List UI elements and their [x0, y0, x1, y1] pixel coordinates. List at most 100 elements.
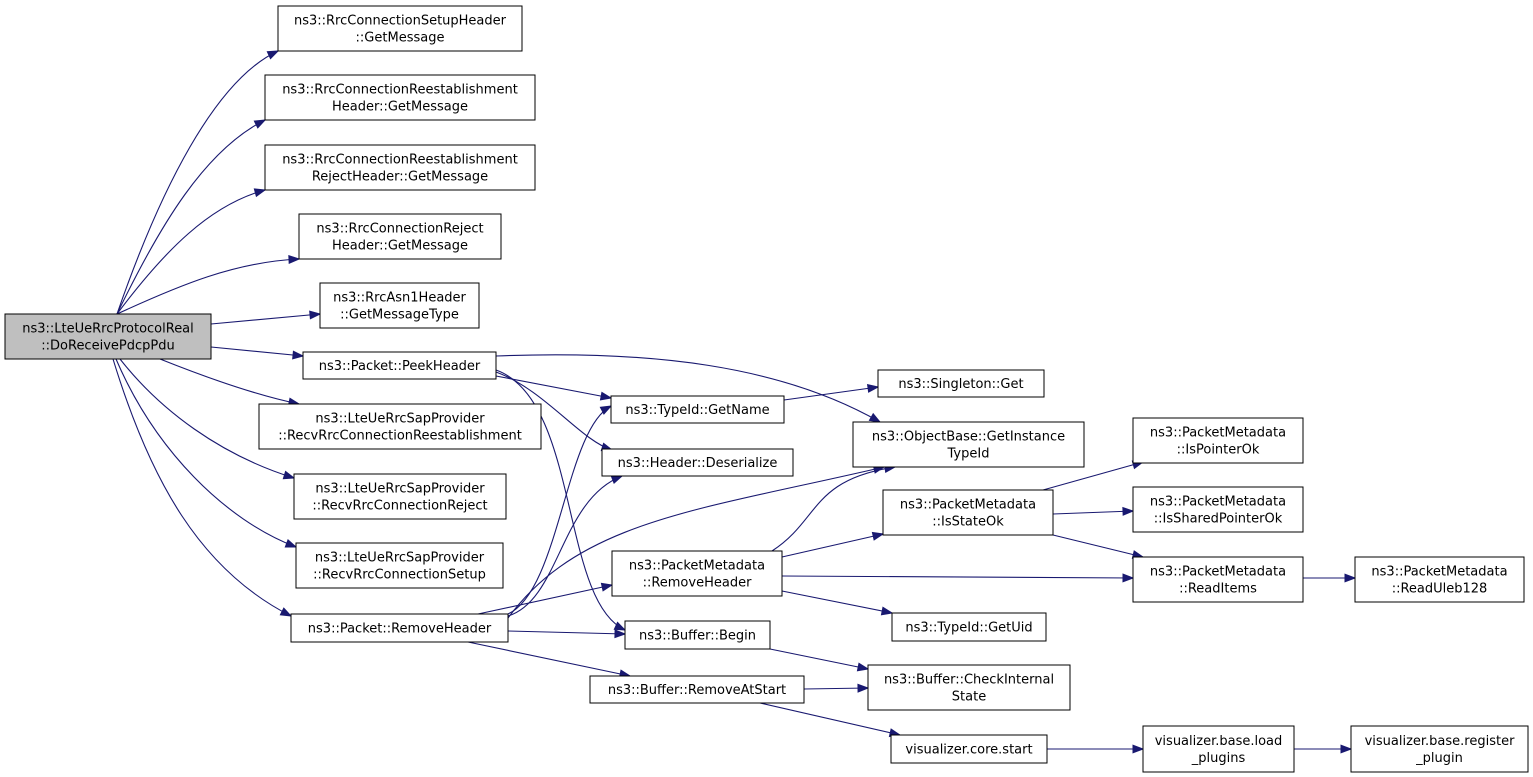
node-viz-core-start[interactable]: visualizer.core.start: [890, 734, 1048, 764]
arrowhead: [599, 405, 613, 415]
node-box[interactable]: [258, 403, 542, 450]
edge-packet-removeheader-to-buffer-removeatstart: [467, 641, 631, 677]
node-label: ::RemoveHeader: [643, 576, 753, 591]
node-root[interactable]: ns3::LteUeRrcProtocolReal::DoReceivePdcp…: [4, 313, 212, 360]
node-box[interactable]: [891, 612, 1047, 642]
edge-buffer-removeatstart-to-viz-core-start: [759, 702, 901, 736]
node-box[interactable]: [1132, 556, 1304, 603]
node-label: ns3::LteUeRrcSapProvider: [315, 551, 485, 566]
node-box[interactable]: [1132, 486, 1304, 533]
edge-root-to-setup-getmsg: [116, 50, 279, 315]
node-box[interactable]: [624, 620, 771, 650]
arrowhead: [253, 188, 267, 198]
node-pm-removeheader[interactable]: ns3::PacketMetadata::RemoveHeader: [611, 550, 783, 597]
node-box[interactable]: [867, 664, 1071, 711]
edge-root-to-reest-getmsg: [116, 119, 266, 315]
node-typeid-getuid[interactable]: ns3::TypeId::GetUid: [891, 612, 1047, 642]
node-label: ns3::PacketMetadata: [900, 498, 1036, 513]
node-pm-ispointerok[interactable]: ns3::PacketMetadata::IsPointerOk: [1132, 417, 1304, 464]
node-label: ::RecvRrcConnectionReestablishment: [278, 429, 522, 444]
edge-packet-removeheader-to-typeid-getname: [507, 405, 612, 615]
edge-packet-removeheader-to-objectbase-getinstancetypeid: [507, 466, 885, 619]
node-label: RejectHeader::GetMessage: [312, 170, 488, 185]
node-label: ::DoReceivePdcpPdu: [41, 339, 174, 354]
node-box[interactable]: [877, 369, 1045, 398]
node-label: ns3::RrcConnectionReject: [316, 222, 483, 237]
edge-pm-removeheader-to-pm-isstateok: [781, 533, 884, 558]
arrowhead: [856, 662, 870, 672]
node-pm-isstateok[interactable]: ns3::PacketMetadata::IsStateOk: [882, 489, 1054, 536]
node-typeid-getname[interactable]: ns3::TypeId::GetName: [610, 395, 785, 424]
node-reject-getmsg[interactable]: ns3::RrcConnectionRejectHeader::GetMessa…: [298, 213, 502, 260]
node-label: ns3::Packet::RemoveHeader: [308, 622, 492, 637]
node-singleton-get[interactable]: ns3::Singleton::Get: [877, 369, 1045, 398]
node-box[interactable]: [1132, 417, 1304, 464]
node-setup-getmsg[interactable]: ns3::RrcConnectionSetupHeader::GetMessag…: [277, 5, 523, 52]
edge-root-to-reject-getmsg: [116, 258, 300, 315]
node-packet-peekheader[interactable]: ns3::Packet::PeekHeader: [302, 351, 497, 380]
node-viz-register-plugin[interactable]: visualizer.base.register_plugin: [1350, 725, 1529, 773]
node-viz-load-plugins[interactable]: visualizer.base.load_plugins: [1142, 725, 1295, 773]
node-box[interactable]: [264, 144, 536, 191]
node-box[interactable]: [4, 313, 212, 360]
node-label: ns3::ObjectBase::GetInstance: [872, 430, 1065, 445]
node-box[interactable]: [277, 5, 523, 52]
node-asn1-getmsgtype[interactable]: ns3::RrcAsn1Header::GetMessageType: [319, 282, 480, 329]
node-pm-readitems[interactable]: ns3::PacketMetadata::ReadItems: [1132, 556, 1304, 603]
node-reestrej-getmsg[interactable]: ns3::RrcConnectionReestablishmentRejectH…: [264, 144, 536, 191]
node-label: ::IsSharedPointerOk: [1154, 512, 1283, 527]
node-label: ns3::LteUeRrcSapProvider: [315, 482, 485, 497]
arrowhead: [282, 470, 296, 480]
node-label: ns3::RrcAsn1Header: [333, 291, 466, 306]
node-pm-issharedpointerok[interactable]: ns3::PacketMetadata::IsSharedPointerOk: [1132, 486, 1304, 533]
edge-buffer-removeatstart-to-buffer-checkinternalstate: [803, 687, 869, 690]
node-label: ns3::Buffer::RemoveAtStart: [608, 683, 786, 698]
arrowhead: [614, 629, 627, 639]
node-box[interactable]: [852, 421, 1085, 468]
node-reest-getmsg[interactable]: ns3::RrcConnectionReestablishmentHeader:…: [264, 74, 536, 121]
node-sap-recvsetup[interactable]: ns3::LteUeRrcSapProvider::RecvRrcConnect…: [295, 542, 504, 589]
node-box[interactable]: [1350, 725, 1529, 773]
edge-pm-isstateok-to-pm-ispointerok: [1042, 461, 1144, 491]
node-buffer-begin[interactable]: ns3::Buffer::Begin: [624, 620, 771, 650]
node-box[interactable]: [1354, 556, 1525, 603]
node-box[interactable]: [295, 542, 504, 589]
node-label: ::ReadUleb128: [1392, 582, 1488, 597]
node-box[interactable]: [298, 213, 502, 260]
node-box[interactable]: [302, 351, 497, 380]
node-label: ns3::TypeId::GetName: [625, 403, 769, 418]
node-sap-recvreest[interactable]: ns3::LteUeRrcSapProvider::RecvRrcConnect…: [258, 403, 542, 450]
arrowhead: [613, 621, 627, 631]
arrowhead: [1340, 744, 1353, 754]
node-box[interactable]: [589, 675, 805, 704]
node-box[interactable]: [601, 448, 794, 477]
node-buffer-removeatstart[interactable]: ns3::Buffer::RemoveAtStart: [589, 675, 805, 704]
node-label: ns3::PacketMetadata: [1150, 495, 1286, 510]
node-header-deserialize[interactable]: ns3::Header::Deserialize: [601, 448, 794, 477]
edge-pm-removeheader-to-typeid-getuid: [781, 590, 893, 614]
node-label: ns3::Packet::PeekHeader: [319, 359, 481, 374]
node-label: ns3::Buffer::CheckInternal: [884, 673, 1054, 688]
arrowhead: [857, 683, 870, 693]
arrowhead: [871, 531, 885, 541]
node-sap-recvreject[interactable]: ns3::LteUeRrcSapProvider::RecvRrcConnect…: [293, 473, 507, 520]
node-box[interactable]: [290, 613, 509, 643]
node-label: ns3::RrcConnectionReestablishment: [282, 153, 518, 168]
node-pm-readuleb128[interactable]: ns3::PacketMetadata::ReadUleb128: [1354, 556, 1525, 603]
node-box[interactable]: [319, 282, 480, 329]
node-box[interactable]: [293, 473, 507, 520]
node-packet-removeheader[interactable]: ns3::Packet::RemoveHeader: [290, 613, 509, 643]
node-box[interactable]: [890, 734, 1048, 764]
node-box[interactable]: [882, 489, 1054, 536]
node-box[interactable]: [264, 74, 536, 121]
node-box[interactable]: [611, 550, 783, 597]
node-label: ::ReadItems: [1179, 582, 1257, 597]
node-box[interactable]: [610, 395, 785, 424]
node-box[interactable]: [1142, 725, 1295, 773]
node-label: ns3::PacketMetadata: [1150, 565, 1286, 580]
arrowhead: [866, 383, 880, 393]
node-label: ns3::PacketMetadata: [1150, 426, 1286, 441]
arrowhead: [599, 391, 613, 401]
